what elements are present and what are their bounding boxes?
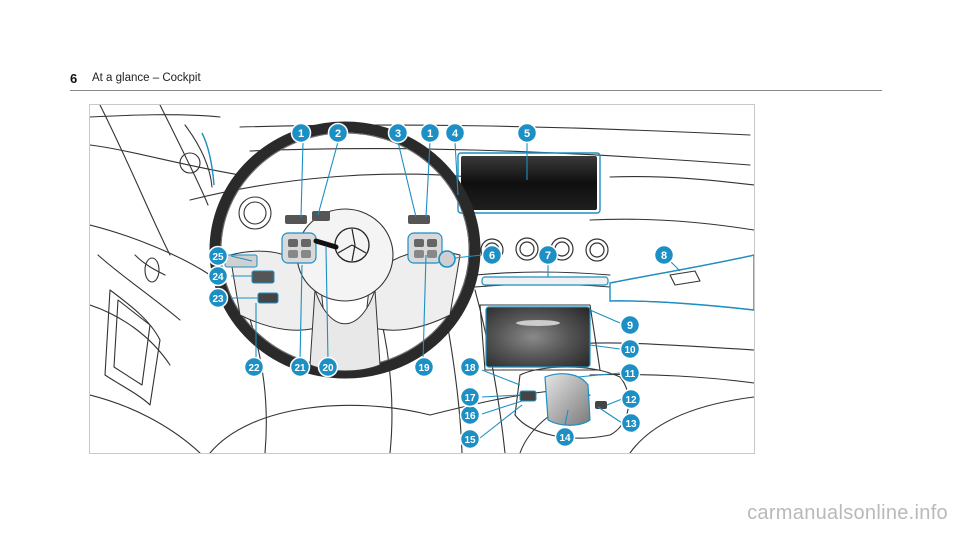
cockpit-illustration: 1 2 3 1 4 5 6 7 8 9 10 11 12 13 14 15 16… — [89, 104, 755, 454]
svg-text:13: 13 — [625, 419, 637, 430]
svg-text:1: 1 — [427, 128, 433, 140]
callout-17: 17 — [459, 386, 481, 408]
leader-lines — [230, 141, 681, 439]
central-display — [461, 156, 597, 210]
callout-24: 24 — [207, 265, 229, 287]
svg-text:12: 12 — [625, 395, 637, 406]
callout-12: 12 — [620, 388, 642, 410]
wood-trim-panel — [485, 306, 591, 368]
page-title: At a glance – Cockpit — [92, 72, 201, 84]
svg-text:17: 17 — [464, 393, 476, 404]
svg-text:7: 7 — [545, 250, 551, 262]
svg-text:14: 14 — [559, 433, 571, 444]
callout-14: 14 — [554, 426, 576, 448]
svg-text:18: 18 — [464, 363, 476, 374]
callout-18: 18 — [459, 356, 481, 378]
svg-text:6: 6 — [489, 250, 495, 262]
page-number: 6 — [70, 71, 78, 86]
watermark: carmanualsonline.info — [747, 502, 948, 524]
callout-6: 6 — [481, 244, 503, 266]
svg-text:8: 8 — [661, 250, 667, 262]
svg-text:9: 9 — [627, 320, 633, 332]
callout-16: 16 — [459, 404, 481, 426]
callout-5: 5 — [516, 122, 538, 144]
svg-text:25: 25 — [212, 252, 224, 263]
callout-10: 10 — [619, 338, 641, 360]
callout-15: 15 — [459, 428, 481, 450]
callout-3: 3 — [387, 122, 409, 144]
svg-text:4: 4 — [452, 128, 459, 140]
callout-20: 20 — [317, 356, 339, 378]
callout-22: 22 — [243, 356, 265, 378]
callout-1: 1 — [290, 122, 312, 144]
callout-23: 23 — [207, 287, 229, 309]
svg-text:5: 5 — [524, 128, 530, 140]
svg-text:2: 2 — [335, 128, 341, 140]
steering-wheel — [209, 121, 481, 379]
svg-text:10: 10 — [624, 345, 636, 356]
callout-21: 21 — [289, 356, 311, 378]
svg-text:11: 11 — [625, 369, 636, 380]
page-header: 6 At a glance – Cockpit — [70, 70, 882, 91]
svg-text:1: 1 — [298, 128, 304, 140]
svg-text:3: 3 — [395, 128, 401, 140]
svg-text:19: 19 — [418, 363, 430, 374]
touchpad — [544, 373, 591, 426]
cockpit-drawing: 1 2 3 1 4 5 6 7 8 9 10 11 12 13 14 15 16… — [90, 105, 754, 453]
callout-11: 11 — [619, 362, 641, 384]
svg-text:23: 23 — [212, 294, 224, 305]
svg-text:22: 22 — [248, 363, 260, 374]
svg-text:24: 24 — [212, 272, 224, 283]
svg-text:15: 15 — [464, 435, 476, 446]
callout-25: 25 — [207, 245, 229, 267]
svg-text:16: 16 — [464, 411, 476, 422]
svg-text:20: 20 — [322, 363, 334, 374]
callout-9: 9 — [619, 314, 641, 336]
callout-19: 19 — [413, 356, 435, 378]
callout-8: 8 — [653, 244, 675, 266]
callout-7: 7 — [537, 244, 559, 266]
callout-badges: 1 2 3 1 4 5 6 7 8 9 10 11 12 13 14 15 16… — [207, 122, 675, 450]
svg-text:21: 21 — [294, 363, 306, 374]
callout-13: 13 — [620, 412, 642, 434]
center-buttons-bar — [481, 276, 609, 286]
start-stop-button — [438, 250, 456, 268]
callout-1b: 1 — [419, 122, 441, 144]
callout-4: 4 — [444, 122, 466, 144]
callout-2: 2 — [327, 122, 349, 144]
